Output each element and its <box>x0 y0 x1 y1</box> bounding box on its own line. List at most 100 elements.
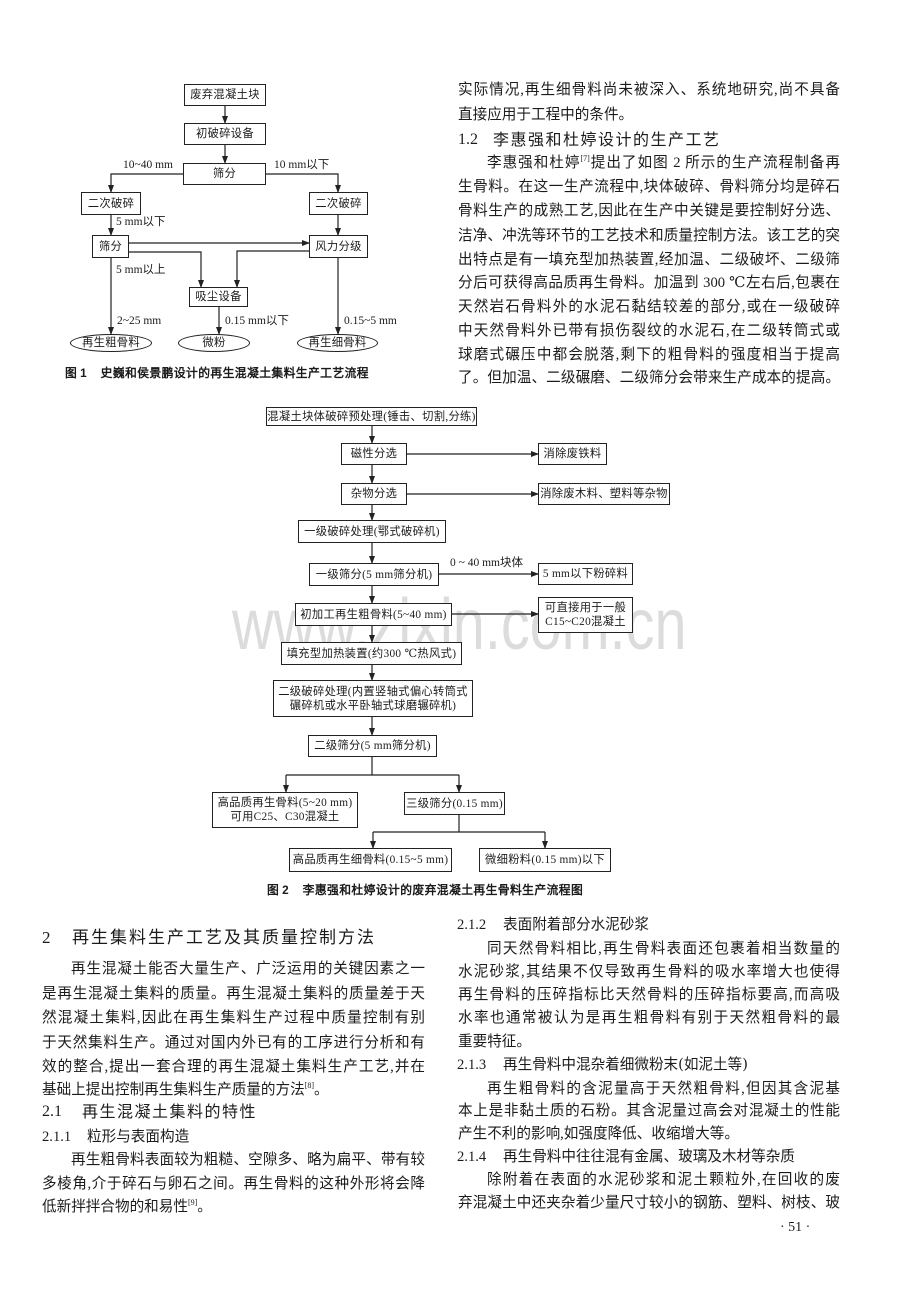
text-line: 效的整合,提出一套合理的再生混凝土集料生产工艺,并在 <box>42 1059 425 1075</box>
text-line: 洁净、冲洗等环节的工艺技术和质量控制方法。该工艺的突 <box>458 228 840 244</box>
text-line: 实际情况,再生细骨料尚未被深入、系统地研究,尚不具备 <box>458 82 840 98</box>
label-size-10-40: 10~40 mm <box>123 159 173 171</box>
node-primary-crush: 一级破碎处理(鄂式破碎机) <box>298 520 446 543</box>
text-line: 生骨料。在这一生产流程中,块体破碎、骨料筛分均是碎石 <box>458 179 840 195</box>
text-line: 李惠强和杜婷[7]提出了如图 2 所示的生产流程制备再 <box>458 152 840 174</box>
text-line: 出特点是有一填充型加热装置,经加温、二级破坏、二级筛 <box>458 252 840 268</box>
text-fragment: 提出了如图 2 所示的生产流程制备再 <box>589 155 840 171</box>
heading-number: 2 <box>42 928 51 947</box>
node-primary-crusher: 初破碎设备 <box>184 123 266 145</box>
subsection-heading-2-1: 2.1 再生混凝土集料的特性 <box>42 1100 425 1124</box>
node-remove-debris: 消除废木料、塑料等杂物 <box>538 483 670 505</box>
node-screening-small: 筛分 <box>92 235 129 258</box>
text-line: 是再生混凝土集料的质量。再生混凝土集料的质量差于天 <box>42 986 425 1002</box>
node-secondary-crush-left: 二次破碎 <box>81 192 141 215</box>
heading-title: 粒形与表面构造 <box>87 1128 190 1145</box>
node-hq-coarse-aggregate: 高品质再生骨料(5~20 mm) 可用C25、C30混凝土 <box>212 792 358 828</box>
heading-number: 2.1 <box>42 1103 62 1120</box>
caption-title: 李惠强和杜婷设计的废弃混凝土再生骨料生产流程图 <box>302 883 584 897</box>
text-line: 多棱角,介于碎石与卵石之间。再生骨料的这种外形将会降 <box>42 1176 425 1192</box>
text-line: 产生不利的影响,如强度降低、收缩增大等。 <box>458 1126 739 1142</box>
subsection-heading-2-1-2: 2.1.2 表面附着部分水泥砂浆 <box>457 913 840 937</box>
text-line: 再生混凝土能否大量生产、广泛运用的关键因素之一 <box>71 961 425 977</box>
label-below-10: 10 mm以下 <box>274 159 330 171</box>
heading-title: 再生混凝土集料的特性 <box>82 1102 258 1121</box>
node-fine-aggregate: 再生细骨料 <box>297 334 378 352</box>
node-heater: 填充型加热装置(约300 ℃热风式) <box>281 642 462 665</box>
node-screening: 筛分 <box>183 163 266 185</box>
text-line: 天然岩石骨料外的水泥石黏结较差的部分,或在一级破碎 <box>458 299 840 315</box>
node-rough-coarse-aggregate: 初加工再生粗骨料(5~40 mm) <box>295 603 452 626</box>
text-line: 直接应用于工程中的条件。 <box>458 107 634 123</box>
text-line: 水泥砂浆,其结果不仅导致再生骨料的吸水率增大也使得 <box>458 964 840 980</box>
text-line: 再生骨料的压碎指标比天然骨料的压碎指标要高,而高吸 <box>458 987 840 1003</box>
node-waste-concrete-block: 废弃混凝土块 <box>184 84 266 106</box>
text-line: 本上是非黏土质的石粉。其含泥量过高会对混凝土的性能 <box>458 1103 840 1119</box>
heading-title: 再生骨料中混杂着细微粉末(如泥土等) <box>503 1056 748 1073</box>
node-below-5-crushed: 5 mm以下粉碎料 <box>538 563 633 585</box>
node-secondary-crush-right: 二次破碎 <box>309 192 368 215</box>
node-dust-collector: 吸尘设备 <box>189 287 248 307</box>
node-magnetic-sort: 磁性分选 <box>341 443 407 465</box>
text-line: 再生粗骨料的含泥量高于天然粗骨料,但因其含泥基 <box>487 1081 840 1097</box>
node-debris-sort: 杂物分选 <box>341 483 407 505</box>
node-secondary-screen: 二级筛分(5 mm筛分机) <box>308 735 437 757</box>
text-line: 了。但加温、二级碾磨、二级筛分会带来生产成本的提高。 <box>458 370 840 386</box>
subsection-heading-2-1-1: 2.1.1 粒形与表面构造 <box>42 1125 425 1149</box>
heading-number: 2.1.4 <box>457 1149 487 1165</box>
text-fragment: 基础上提出控制再生集料生产质量的方法 <box>42 1082 305 1098</box>
text-line: 除附着在表面的水泥砂浆和泥土颗粒外,在回收的废 <box>487 1172 840 1188</box>
heading-title: 再生骨料中往往混有金属、玻璃及木材等杂质 <box>503 1148 795 1165</box>
text-fragment: 低新拌拌合物的和易性 <box>42 1199 188 1215</box>
heading-title: 李惠强和杜婷设计的生产工艺 <box>493 130 721 149</box>
heading-title: 表面附着部分水泥砂浆 <box>503 916 649 933</box>
text-line: 分后可获得高品质再生骨料。加温到 300 ℃左右后,包裹在 <box>458 275 840 291</box>
text-line: 于天然集料生产。通过对国内外已有的工序进行分析和有 <box>42 1035 425 1051</box>
label-block-0-40: 0 ~ 40 mm块体 <box>450 557 523 569</box>
node-air-classifier: 风力分级 <box>309 235 368 258</box>
heading-title: 再生集料生产工艺及其质量控制方法 <box>72 928 376 948</box>
node-hq-fine-aggregate: 高品质再生细骨料(0.15~5 mm) <box>289 848 452 872</box>
heading-number: 2.1.3 <box>457 1057 487 1073</box>
text-line: 然混凝土集料,因此在再生集料生产过程中质量控制有别 <box>42 1010 425 1026</box>
section-heading-1-2: 1.2 李惠强和杜婷设计的生产工艺 <box>458 128 840 152</box>
heading-number: 2.1.2 <box>457 917 487 933</box>
node-coarse-aggregate: 再生粗骨料 <box>70 334 152 352</box>
caption-number: 图 1 <box>65 366 87 380</box>
text-line: 低新拌拌合物的和易性[9]。 <box>42 1196 425 1218</box>
citation-ref[interactable]: [7] <box>580 154 590 163</box>
node-tertiary-screen: 三级筛分(0.15 mm) <box>404 792 505 815</box>
text-line: 基础上提出控制再生集料生产质量的方法[8]。 <box>42 1079 425 1101</box>
label-below-5: 5 mm以下 <box>116 216 166 228</box>
label-size-2-25: 2~25 mm <box>117 315 162 327</box>
node-fine-powder: 微粉 <box>178 334 250 352</box>
text-line: 中天然骨料外已带有损伤裂纹的水泥石,在二级转筒式或 <box>458 323 840 339</box>
figure-1-caption: 图 1 史巍和侯景鹏设计的再生混凝土集料生产工艺流程 <box>65 365 369 381</box>
citation-ref[interactable]: [9] <box>187 1198 198 1207</box>
label-above-5: 5 mm以上 <box>116 264 166 276</box>
label-below-0-15: 0.15 mm以下 <box>225 315 289 327</box>
text-fragment: 。 <box>314 1082 329 1098</box>
text-line: 再生粗骨料表面较为粗糙、空隙多、略为扁平、带有较 <box>71 1152 425 1168</box>
node-secondary-crush: 二级破碎处理(内置竖轴式偏心转筒式 碾碎机或水平卧轴式球磨辗碎机) <box>273 680 473 717</box>
text-line: 同天然骨料相比,再生骨料表面还包裹着相当数量的 <box>487 941 840 957</box>
subsection-heading-2-1-3: 2.1.3 再生骨料中混杂着细微粉末(如泥土等) <box>457 1053 840 1077</box>
node-remove-iron: 消除废铁料 <box>538 443 607 465</box>
node-pretreatment: 混凝土块体破碎预处理(锤击、切割,分练) <box>266 407 477 426</box>
caption-title: 史巍和侯景鹏设计的再生混凝土集料生产工艺流程 <box>100 366 369 380</box>
label-size-0-15-5: 0.15~5 mm <box>344 315 397 327</box>
text-line: 重要特征。 <box>458 1034 531 1050</box>
caption-number: 图 2 <box>267 883 289 897</box>
text-line: 弃混凝土中还夹杂着少量尺寸较小的钢筋、塑料、树枝、玻 <box>458 1195 840 1211</box>
text-line: 骨料生产的成熟工艺,因此在生产中关键是要控制好分选、 <box>458 203 840 219</box>
text-line: 球磨式碾压中都会脱落,剩下的粗骨料的强度相当于提高 <box>458 347 840 363</box>
citation-ref[interactable]: [8] <box>304 1081 315 1090</box>
section-heading-2: 2 再生集料生产工艺及其质量控制方法 <box>42 926 425 950</box>
heading-number: 2.1.1 <box>42 1129 72 1145</box>
page-number: · 51 · <box>780 1220 811 1235</box>
subsection-heading-2-1-4: 2.1.4 再生骨料中往往混有金属、玻璃及木材等杂质 <box>457 1145 840 1169</box>
text-fragment: 李惠强和杜婷 <box>487 155 581 171</box>
node-direct-use: 可直接用于一般 C15~C20混凝土 <box>538 597 633 633</box>
node-micro-powder: 微细粉料(0.15 mm)以下 <box>479 848 611 872</box>
